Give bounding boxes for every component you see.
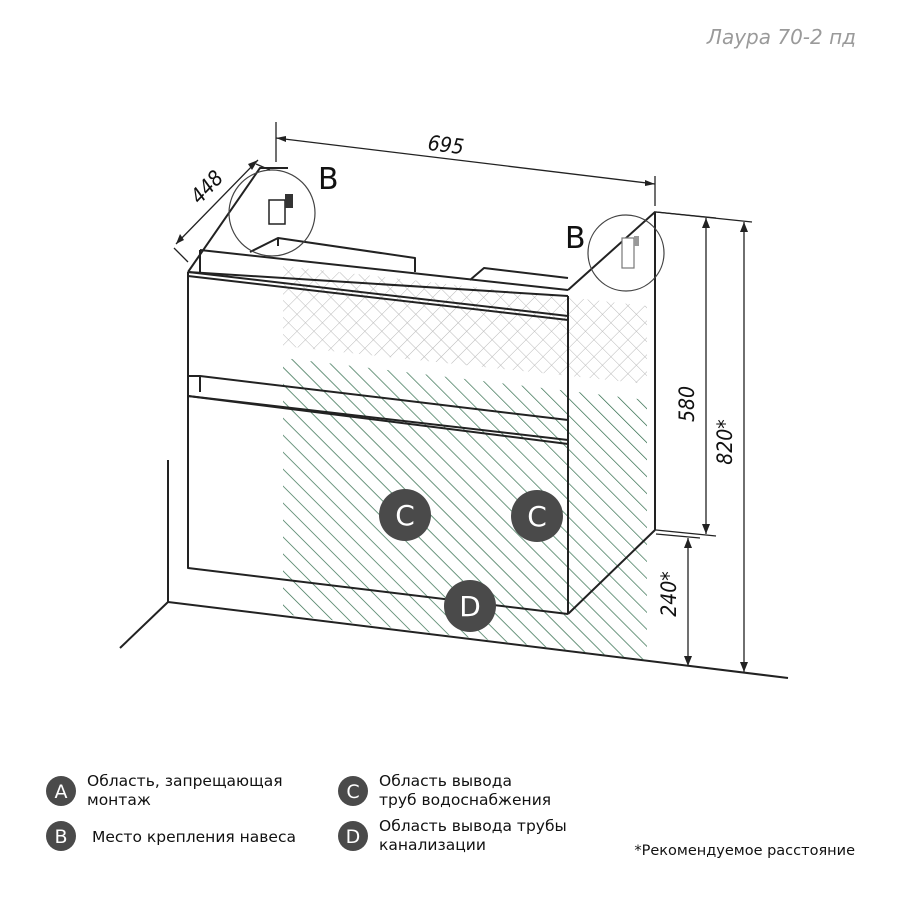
legend-item-d-line2: канализации	[379, 836, 486, 854]
zone-a-prohibited-area	[283, 266, 647, 384]
depth-label: 448	[186, 166, 228, 209]
legend-item-d: D Область вывода трубы канализации	[338, 817, 567, 854]
marker-b-left: B	[318, 162, 339, 197]
legend: A Область, запрещающая монтаж B Место кр…	[46, 772, 855, 859]
model-label: Лаура 70-2 пд	[706, 25, 856, 49]
width-dimension	[275, 122, 656, 206]
marker-d-letter: D	[459, 590, 481, 623]
width-label: 695	[426, 131, 465, 159]
total-height-label: 820*	[713, 419, 737, 465]
legend-item-c-line1: Область вывода	[379, 772, 512, 790]
legend-item-a-line1: Область, запрещающая	[87, 772, 283, 790]
mount-detail-left	[228, 169, 316, 257]
marker-c-right: C	[511, 490, 563, 542]
hanger-hook-icon	[634, 236, 639, 246]
legend-item-a-line2: монтаж	[87, 791, 151, 809]
height-dimension	[655, 211, 717, 537]
depth-dimension	[173, 159, 271, 263]
marker-c-left-letter: C	[395, 499, 415, 532]
marker-c-right-letter: C	[527, 500, 547, 533]
floor-clearance-label: 240*	[657, 571, 681, 617]
legend-item-b-letter: B	[54, 826, 67, 848]
legend-item-a-letter: A	[55, 781, 68, 803]
legend-item-b: B Место крепления навеса	[46, 821, 296, 851]
mount-detail-right	[587, 214, 665, 292]
total-height-dimension	[655, 211, 753, 672]
footnote: *Рекомендуемое расстояние	[634, 843, 855, 859]
cabinet-outline	[187, 167, 656, 615]
legend-item-c: C Область вывода труб водоснабжения	[338, 772, 551, 809]
zone-cd-pipe-area	[283, 358, 647, 660]
legend-item-c-letter: C	[346, 781, 359, 803]
marker-d: D	[444, 580, 496, 632]
floor-clearance-dimension	[655, 533, 701, 666]
hanger-bracket-icon	[621, 237, 635, 269]
legend-item-a: A Область, запрещающая монтаж	[46, 772, 283, 809]
marker-b-right: B	[565, 221, 586, 256]
marker-c-left: C	[379, 489, 431, 541]
floor-wall-lines	[119, 460, 789, 679]
legend-item-d-letter: D	[346, 826, 361, 848]
legend-item-b-line1: Место крепления навеса	[92, 828, 296, 846]
hanger-hook-icon	[285, 194, 293, 208]
height-label: 580	[675, 386, 699, 422]
legend-item-c-line2: труб водоснабжения	[379, 791, 551, 809]
legend-item-d-line1: Область вывода трубы	[379, 817, 567, 835]
hanger-bracket-icon	[268, 199, 286, 225]
